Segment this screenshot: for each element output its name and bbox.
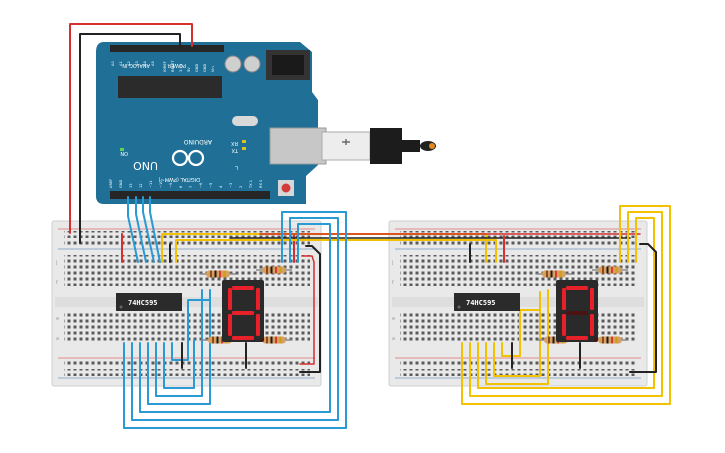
- digital-pin-label-12: ~3: [229, 183, 233, 188]
- chip-2-label: 74HC595: [466, 299, 496, 307]
- resistor-1: [256, 266, 292, 274]
- svg-text:e: e: [392, 316, 395, 322]
- seven-segment-display-1: [222, 280, 264, 342]
- power-label: POWER: [167, 62, 186, 68]
- segment-dp: [260, 338, 264, 342]
- power-pin-label-5: GND: [203, 64, 207, 72]
- svg-text:e: e: [56, 316, 59, 322]
- segment-c: [590, 314, 594, 336]
- arduino-uno: ARDUINO UNO ON TX RX L ANALOG IN POWER D…: [96, 42, 327, 204]
- power-pin-label-1: RESET: [171, 60, 175, 72]
- analog-header: [110, 45, 162, 52]
- power-pin-label-2: 3.3V: [179, 63, 183, 72]
- digital-label: DIGITAL (PWM~): [158, 176, 200, 182]
- analog-pin-label-1: A1: [119, 61, 123, 66]
- analog-pin-label-5: A5: [151, 61, 155, 66]
- power-pin-label-0: IOREF: [163, 61, 167, 72]
- analog-pin-label-0: A0: [111, 61, 115, 66]
- arduino-brand: ARDUINO: [183, 138, 212, 145]
- rx-label: RX: [231, 140, 238, 146]
- svg-text:a: a: [56, 336, 59, 342]
- svg-text:j: j: [55, 260, 57, 266]
- capacitor-icon: [224, 55, 261, 73]
- digital-pin-label-6: ~9: [169, 182, 173, 188]
- l-label: L: [235, 164, 238, 170]
- digital-pin-label-15: RX 0: [259, 179, 263, 188]
- usb-socket: [269, 127, 327, 165]
- usb-plug-icon: [321, 128, 436, 164]
- digital-pin-label-11: 4: [219, 185, 223, 188]
- svg-text:a: a: [392, 336, 395, 342]
- digital-pin-label-2: 13: [129, 183, 133, 188]
- resistor-4: [536, 270, 572, 278]
- digital-pin-label-1: GND: [119, 180, 123, 188]
- segment-g: [566, 311, 588, 315]
- digital-pin-label-4: ~11: [149, 180, 153, 188]
- arduino-model: UNO: [133, 159, 158, 172]
- tx-label: TX: [231, 147, 239, 153]
- analog-pin-label-4: A4: [143, 61, 147, 66]
- chip-1-label: 74HC595: [128, 299, 158, 307]
- svg-text:f: f: [56, 280, 58, 286]
- resistor-5: [592, 266, 628, 274]
- on-label: ON: [120, 150, 128, 156]
- power-pin-label-6: Vin: [211, 66, 215, 72]
- segment-e: [562, 314, 566, 336]
- segment-d: [566, 336, 588, 340]
- arduino-infinity-logo-icon: [171, 149, 205, 167]
- segment-b: [256, 288, 260, 310]
- segment-a: [566, 286, 588, 290]
- svg-text:j: j: [391, 260, 393, 266]
- segment-dp: [594, 338, 598, 342]
- digital-pin-label-0: AREF: [109, 179, 113, 188]
- segment-a: [232, 286, 254, 290]
- segment-f: [562, 288, 566, 310]
- digital-pin-label-13: 2: [239, 186, 243, 188]
- shift-register-chip-2: 74HC595: [454, 293, 520, 311]
- analog-pin-labels: A0 A1 A2 A3 A4 A5: [111, 61, 155, 66]
- power-pin-labels: IOREF RESET 3.3V 5V GND GND Vin: [163, 60, 215, 72]
- resistor-3: [256, 336, 292, 344]
- analog-pin-label-3: A3: [135, 61, 139, 66]
- segment-d: [232, 336, 254, 340]
- segment-g: [232, 311, 254, 315]
- svg-text:f: f: [392, 280, 394, 286]
- shift-register-chip-1: 74HC595: [116, 293, 182, 311]
- resistor-0: [200, 270, 236, 278]
- segment-c: [256, 314, 260, 336]
- digital-pin-label-3: 12: [139, 183, 143, 188]
- reset-button-icon[interactable]: [278, 180, 294, 196]
- digital-pin-labels: AREF GND 13 12 ~11 ~10 ~9 8 7 ~6 ~5 4 ~3 2 TX 1 RX 0: [109, 179, 263, 189]
- digital-pin-label-5: ~10: [159, 180, 163, 188]
- digital-header: [110, 191, 270, 199]
- digital-pin-label-8: 7: [189, 186, 193, 188]
- power-pin-label-4: GND: [195, 64, 199, 72]
- seven-segment-display-2: [556, 280, 598, 342]
- power-pin-label-3: 5V: [187, 67, 191, 72]
- segment-e: [228, 314, 232, 336]
- breadboard-1: j f e a: [51, 220, 322, 387]
- digital-pin-label-9: ~6: [199, 182, 203, 188]
- digital-pin-label-7: 8: [179, 185, 183, 188]
- digital-pin-label-14: TX 1: [249, 180, 253, 189]
- crystal: [232, 116, 258, 126]
- segment-f: [228, 288, 232, 310]
- analog-in-label: ANALOG IN: [122, 62, 150, 68]
- analog-pin-label-2: A2: [127, 61, 131, 66]
- digital-pin-label-10: ~5: [209, 183, 213, 188]
- atmega-chip: [118, 76, 222, 98]
- segment-b: [590, 288, 594, 310]
- power-header: [162, 45, 224, 52]
- wires: [69, 23, 671, 429]
